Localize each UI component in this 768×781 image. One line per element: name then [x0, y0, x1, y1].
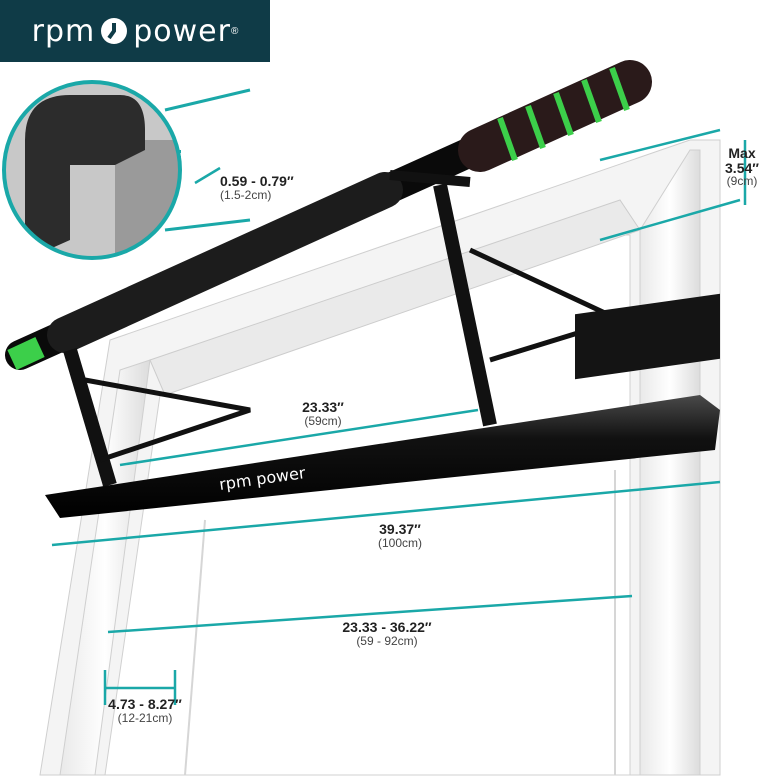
label-lower-bar: 23.33″ (59cm) [288, 400, 358, 427]
registered-mark: ® [230, 25, 239, 37]
label-frame-depth: 4.73 - 8.27″ (12-21cm) [90, 697, 200, 724]
max-thickness-metric: (9cm) [726, 174, 758, 189]
frame-depth-metric: (12-21cm) [117, 710, 173, 725]
label-overall-length: 39.37″ (100cm) [360, 522, 440, 549]
label-max-thickness: Max 3.54″ (9cm) [718, 146, 766, 188]
label-hook-depth: 0.59 - 0.79″ (1.5-2cm) [220, 174, 294, 201]
lower-bar: rpm power [45, 293, 720, 518]
door-width-value: 23.33 - 36.22″ [342, 619, 432, 635]
brand-logo: rpm power ® [0, 0, 270, 62]
lower-bar-metric: (59cm) [304, 413, 342, 428]
overall-length-metric: (100cm) [377, 535, 422, 550]
logo-text-left: rpm [31, 13, 96, 49]
max-thickness-heading: Max [728, 145, 756, 161]
label-door-width: 23.33 - 36.22″ (59 - 92cm) [322, 620, 452, 647]
max-thickness-value: 3.54″ [725, 159, 759, 176]
grip-rings [497, 66, 630, 162]
lower-bar-value: 23.33″ [302, 399, 344, 415]
logo-mark-icon [101, 18, 128, 44]
door-frame [39, 139, 721, 776]
dimension-lines [51, 128, 747, 705]
door-width-metric: (59 - 92cm) [356, 633, 418, 648]
hook-detail-inset [2, 80, 251, 260]
frame-depth-value: 4.73 - 8.27″ [108, 696, 182, 712]
overall-length-value: 39.37″ [379, 521, 421, 537]
hook-depth-metric: (1.5-2cm) [220, 187, 272, 202]
pull-up-bar-top [5, 60, 652, 370]
logo-text-right: power [133, 13, 231, 49]
hook-depth-value: 0.59 - 0.79″ [220, 173, 294, 189]
